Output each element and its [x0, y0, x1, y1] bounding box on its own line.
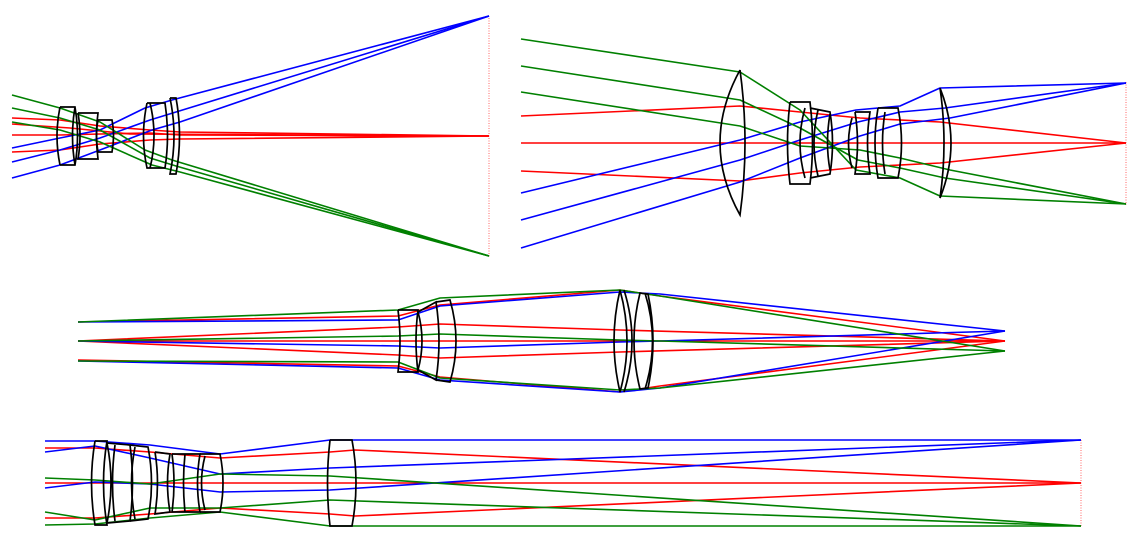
lens-layout-4 — [44, 439, 1082, 527]
lens-element — [719, 69, 746, 218]
ray — [520, 91, 1127, 205]
ray — [520, 38, 1127, 205]
ray — [77, 340, 1006, 359]
ray — [11, 15, 490, 179]
ray-group-field-down — [520, 38, 1127, 205]
ray-group-field-up — [11, 15, 490, 179]
lens-element — [90, 440, 109, 526]
ray — [520, 82, 1127, 221]
ray — [77, 289, 1006, 352]
ray-group-field-up — [44, 439, 1082, 493]
lens-element — [435, 299, 457, 383]
ray — [520, 82, 1127, 249]
ray-group-field-down — [44, 473, 1082, 527]
lens-element — [56, 106, 79, 166]
lens-element — [397, 309, 419, 373]
lens-element — [874, 107, 903, 179]
lens-element — [826, 113, 831, 171]
ray — [77, 289, 1006, 342]
ray-group-on-axis — [77, 289, 1006, 393]
ray — [520, 65, 1127, 205]
ray — [11, 15, 490, 163]
ray — [44, 439, 1082, 475]
lens-element — [809, 107, 834, 179]
ray-group-field-down — [11, 94, 490, 257]
lens-element — [142, 102, 169, 169]
ray — [520, 82, 1127, 194]
ray-group-field-up — [77, 291, 1006, 393]
ray — [77, 291, 1006, 332]
ray-group-field-down — [77, 289, 1006, 391]
ray — [11, 121, 490, 257]
ray — [45, 439, 1081, 455]
lens-elements — [90, 439, 357, 527]
ray — [44, 511, 1081, 527]
lens-element — [786, 101, 814, 185]
lens-element — [613, 289, 633, 393]
ray — [11, 117, 490, 137]
ray — [77, 330, 1006, 349]
lens-element — [939, 87, 952, 199]
lens-layout-1 — [11, 15, 490, 258]
ray-group-field-up — [520, 82, 1127, 249]
lens-layout-2 — [520, 38, 1127, 249]
ray — [77, 350, 1006, 391]
ray — [77, 323, 1006, 342]
lens-element — [847, 111, 871, 175]
ray — [11, 94, 490, 257]
ray — [11, 135, 490, 153]
ray — [11, 123, 490, 137]
ray — [44, 473, 1082, 527]
lens-element — [326, 439, 357, 527]
lens-elements — [397, 289, 654, 393]
ray — [11, 107, 490, 257]
ray-group-on-axis — [11, 117, 490, 153]
ray — [77, 333, 1006, 352]
lens-layout-3 — [77, 289, 1006, 393]
lens-element — [129, 444, 153, 522]
lens-element — [153, 451, 171, 515]
lens-element — [200, 453, 224, 513]
lens-elements — [56, 97, 181, 175]
ray — [11, 15, 490, 149]
lens-element — [168, 97, 181, 175]
lens-elements — [719, 69, 952, 218]
lens-element — [633, 292, 654, 390]
ray — [77, 330, 1006, 393]
lens-element — [95, 119, 115, 153]
ray — [44, 439, 1082, 493]
